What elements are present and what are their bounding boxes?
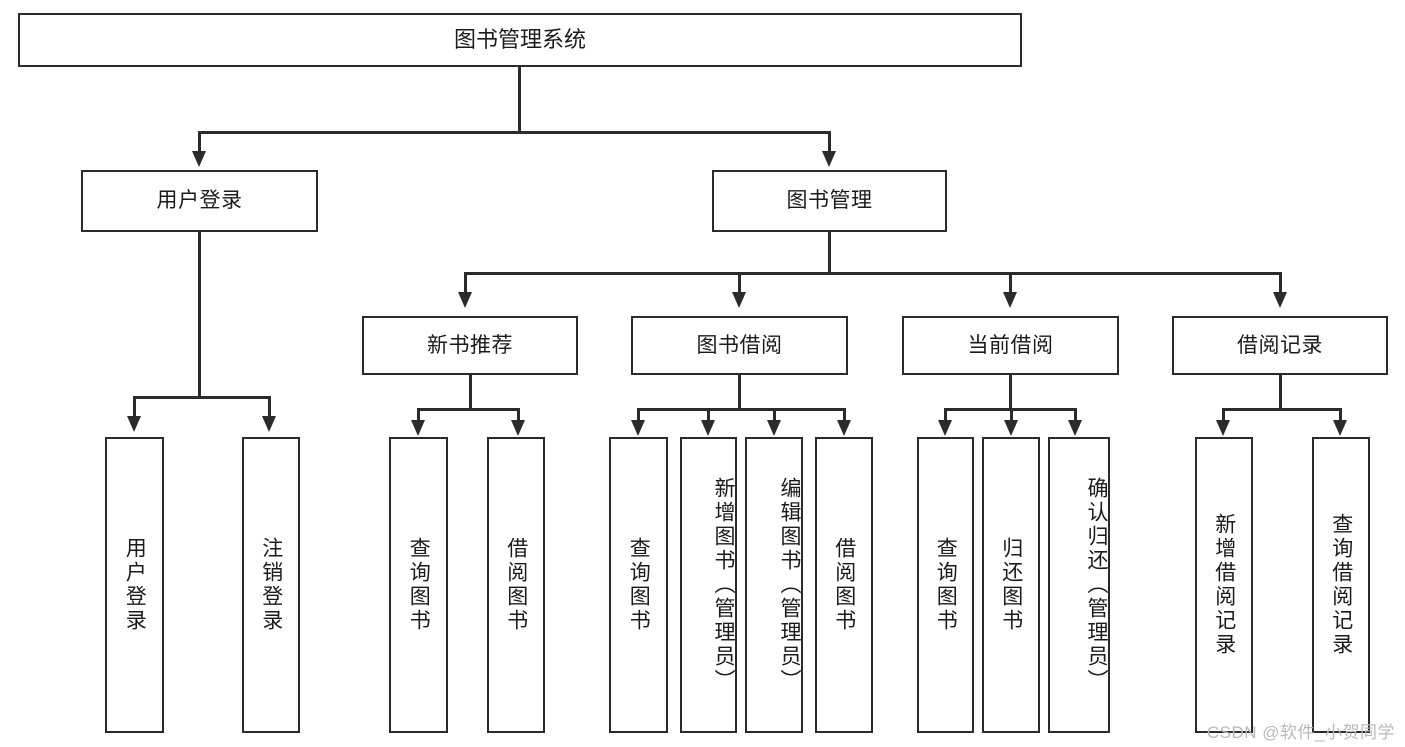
node-new-book-recommend: 新书推荐 [362, 316, 578, 375]
edge-borrow-bus [637, 408, 845, 411]
leaf-recommend-query-book: 查询图书 [389, 437, 448, 733]
arrowhead-user-login-to-leaf-1 [127, 416, 141, 432]
edge-records-bus [1222, 408, 1341, 411]
arrowhead-book-manage-to-l3-2 [732, 292, 746, 308]
edge-book-manage-bus [464, 272, 1281, 275]
node-current-borrow: 当前借阅 [902, 316, 1119, 375]
leaf-current-query-book: 查询图书 [917, 437, 974, 733]
edge-current-to-leaf-1 [944, 408, 947, 422]
arrowhead-root-to-book-manage [822, 151, 836, 167]
arrowhead-current-to-leaf-1 [938, 420, 952, 436]
edge-borrow-stem [738, 375, 741, 410]
edge-current-to-leaf-2 [1010, 408, 1013, 422]
arrowhead-borrow-to-leaf-3 [767, 420, 781, 436]
arrowhead-records-to-leaf-2 [1333, 420, 1347, 436]
leaf-borrow-borrow-book: 借阅图书 [815, 437, 873, 733]
arrowhead-borrow-to-leaf-1 [631, 420, 645, 436]
leaf-borrow-query-book: 查询图书 [609, 437, 668, 733]
edge-current-stem [1009, 375, 1012, 410]
edge-recommend-to-leaf-2 [517, 408, 520, 422]
edge-records-to-leaf-1 [1222, 408, 1225, 422]
edge-book-manage-to-l3-2 [738, 272, 741, 294]
leaf-borrow-add-book-admin: 新增图书（管理员） [680, 437, 737, 733]
node-user-login: 用户登录 [81, 170, 318, 232]
edge-recommend-stem [469, 375, 472, 410]
edge-user-login-to-leaf-2 [268, 396, 271, 418]
edge-records-stem [1279, 375, 1282, 410]
leaf-logout: 注销登录 [242, 437, 300, 733]
node-root-system: 图书管理系统 [18, 13, 1022, 67]
edge-borrow-to-leaf-2 [707, 408, 710, 422]
arrowhead-book-manage-to-l3-4 [1273, 292, 1287, 308]
edge-book-manage-to-l3-3 [1009, 272, 1012, 294]
edge-recommend-bus [417, 408, 520, 411]
arrowhead-user-login-to-leaf-2 [262, 416, 276, 432]
arrowhead-borrow-to-leaf-2 [701, 420, 715, 436]
edge-borrow-to-leaf-1 [637, 408, 640, 422]
arrowhead-root-to-user-login [192, 151, 206, 167]
arrowhead-records-to-leaf-1 [1216, 420, 1230, 436]
leaf-records-add-record: 新增借阅记录 [1195, 437, 1253, 733]
arrowhead-borrow-to-leaf-4 [837, 420, 851, 436]
edge-current-to-leaf-3 [1074, 408, 1077, 422]
edge-recommend-to-leaf-1 [417, 408, 420, 422]
edge-records-to-leaf-2 [1339, 408, 1342, 422]
edge-root-to-book-manage [828, 131, 831, 153]
leaf-user-login: 用户登录 [105, 437, 164, 733]
node-book-borrow: 图书借阅 [631, 316, 848, 375]
leaf-recommend-borrow-book: 借阅图书 [487, 437, 545, 733]
arrowhead-book-manage-to-l3-3 [1003, 292, 1017, 308]
node-book-management: 图书管理 [712, 170, 947, 232]
edge-user-login-stem [198, 232, 201, 398]
edge-root-bus [198, 131, 831, 134]
node-borrow-records: 借阅记录 [1172, 316, 1388, 375]
edge-root-to-user-login [198, 131, 201, 153]
leaf-records-query-record: 查询借阅记录 [1312, 437, 1370, 733]
arrowhead-current-to-leaf-2 [1004, 420, 1018, 436]
edge-book-manage-to-l3-4 [1279, 272, 1282, 294]
leaf-current-confirm-return-admin: 确认归还（管理员） [1048, 437, 1110, 733]
arrowhead-book-manage-to-l3-1 [458, 292, 472, 308]
arrowhead-recommend-to-leaf-2 [511, 420, 525, 436]
edge-borrow-to-leaf-3 [773, 408, 776, 422]
edge-book-manage-stem [828, 232, 831, 274]
leaf-borrow-edit-book-admin: 编辑图书（管理员） [745, 437, 803, 733]
arrowhead-recommend-to-leaf-1 [411, 420, 425, 436]
edge-borrow-to-leaf-4 [843, 408, 846, 422]
edge-user-login-to-leaf-1 [133, 396, 136, 418]
edge-user-login-bus [133, 396, 270, 399]
edge-root-stem [518, 67, 521, 133]
arrowhead-current-to-leaf-3 [1068, 420, 1082, 436]
edge-book-manage-to-l3-1 [464, 272, 467, 294]
csdn-watermark: CSDN @软件_小贺同学 [1206, 723, 1395, 742]
leaf-current-return-book: 归还图书 [982, 437, 1040, 733]
